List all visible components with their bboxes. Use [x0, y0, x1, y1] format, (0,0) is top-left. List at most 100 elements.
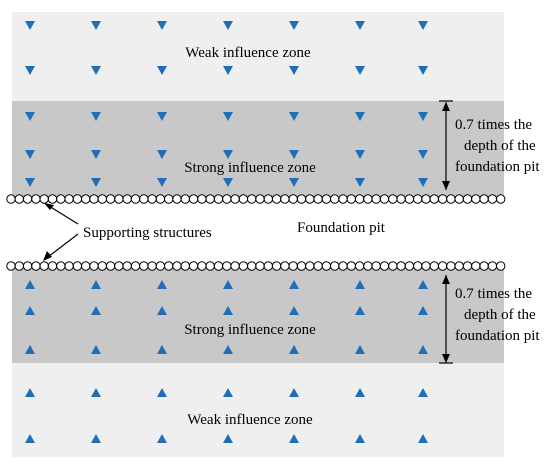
support-circle-icon — [346, 194, 356, 204]
down-triangle-icon — [157, 178, 167, 187]
down-triangle-icon — [25, 66, 35, 75]
down-triangle-icon — [223, 112, 233, 121]
down-triangle-icon — [355, 21, 365, 30]
support-circle-icon — [487, 194, 498, 204]
support-circle-icon — [446, 261, 456, 271]
down-triangle-icon — [157, 66, 167, 75]
depth-label-top-line-1: 0.7 times the — [455, 117, 532, 133]
support-circle-icon — [105, 194, 116, 204]
support-circle-icon — [14, 194, 24, 204]
support-circle-icon — [479, 261, 489, 271]
down-triangle-icon — [157, 150, 167, 159]
up-triangle-icon — [25, 306, 35, 315]
support-circle-icon — [354, 194, 365, 204]
support-circle-icon — [271, 194, 282, 204]
support-circle-icon — [164, 194, 174, 204]
support-circle-icon — [371, 261, 381, 271]
support-circle-icon — [139, 194, 149, 204]
up-triangle-markers — [25, 280, 428, 443]
down-triangle-icon — [289, 21, 299, 30]
depth-label-bottom-line-3: foundation pit — [455, 328, 540, 344]
support-circle-icon — [462, 261, 473, 271]
down-triangle-icon — [223, 150, 233, 159]
support-circle-icon — [89, 261, 99, 271]
down-triangle-icon — [418, 178, 428, 187]
support-circle-icon — [6, 194, 16, 204]
depth-label-top: 0.7 times the depth of the foundation pi… — [455, 117, 540, 175]
down-triangle-icon — [25, 112, 35, 121]
down-triangle-icon — [91, 112, 101, 121]
down-triangle-icon — [223, 178, 233, 187]
support-circle-icon — [22, 261, 33, 271]
support-circle-icon — [462, 194, 473, 204]
down-triangle-icon — [223, 66, 233, 75]
up-triangle-icon — [91, 280, 101, 289]
down-triangle-icon — [223, 21, 233, 30]
arrow-head-up-icon — [44, 203, 54, 210]
supporting-structures-label: Supporting structures — [83, 225, 212, 241]
support-circle-icon — [139, 261, 149, 271]
support-circle-icon — [230, 261, 240, 271]
down-triangle-icon — [157, 112, 167, 121]
support-circle-icon — [305, 194, 315, 204]
support-circle-icon — [64, 194, 74, 204]
up-triangle-icon — [157, 388, 167, 397]
up-triangle-icon — [355, 434, 365, 443]
support-circle-icon — [313, 261, 323, 271]
weak-influence-zone-bottom — [12, 363, 504, 457]
down-triangle-icon — [289, 178, 299, 187]
support-circle-icon — [6, 261, 16, 271]
down-triangle-markers — [25, 21, 428, 187]
up-triangle-icon — [25, 345, 35, 354]
up-triangle-icon — [355, 388, 365, 397]
support-circle-icon — [47, 194, 58, 204]
support-circle-icon — [188, 194, 199, 204]
up-triangle-icon — [157, 345, 167, 354]
support-circle-icon — [479, 194, 489, 204]
up-triangle-icon — [418, 388, 428, 397]
up-triangle-icon — [157, 434, 167, 443]
support-circle-icon — [47, 261, 58, 271]
support-circle-icon — [313, 194, 323, 204]
support-circle-icon — [89, 194, 99, 204]
supporting-structure-row-top — [6, 194, 506, 204]
support-circle-icon — [81, 261, 91, 271]
support-circle-icon — [238, 261, 249, 271]
support-circle-icon — [429, 261, 439, 271]
support-circle-icon — [172, 194, 182, 204]
support-circle-icon — [56, 194, 66, 204]
down-triangle-icon — [91, 178, 101, 187]
support-circle-icon — [122, 194, 132, 204]
support-circle-icon — [72, 261, 83, 271]
depth-dimension-top — [439, 100, 453, 190]
up-triangle-icon — [289, 280, 299, 289]
down-triangle-icon — [25, 178, 35, 187]
supporting-structures-arrows — [43, 203, 79, 261]
support-circle-icon — [114, 261, 124, 271]
support-circle-icon — [496, 261, 506, 271]
support-circle-icon — [371, 194, 381, 204]
support-circle-icon — [280, 261, 290, 271]
support-circle-icon — [197, 194, 207, 204]
support-circle-icon — [437, 261, 448, 271]
support-circle-icon — [263, 261, 273, 271]
down-triangle-icon — [25, 150, 35, 159]
support-circle-icon — [379, 194, 390, 204]
support-circle-icon — [446, 194, 456, 204]
support-circle-icon — [205, 261, 215, 271]
support-circle-icon — [255, 261, 265, 271]
up-triangle-icon — [91, 345, 101, 354]
support-circle-icon — [222, 194, 232, 204]
up-triangle-icon — [223, 434, 233, 443]
support-circle-icon — [487, 261, 498, 271]
support-circle-icon — [338, 261, 348, 271]
support-circle-icon — [330, 194, 340, 204]
support-circle-icon — [247, 261, 257, 271]
support-circle-icon — [471, 194, 481, 204]
down-triangle-icon — [289, 112, 299, 121]
support-circle-icon — [180, 194, 191, 204]
support-circle-icon — [388, 261, 398, 271]
depth-dimension-bottom — [439, 275, 453, 364]
up-triangle-icon — [91, 306, 101, 315]
up-triangle-icon — [418, 280, 428, 289]
